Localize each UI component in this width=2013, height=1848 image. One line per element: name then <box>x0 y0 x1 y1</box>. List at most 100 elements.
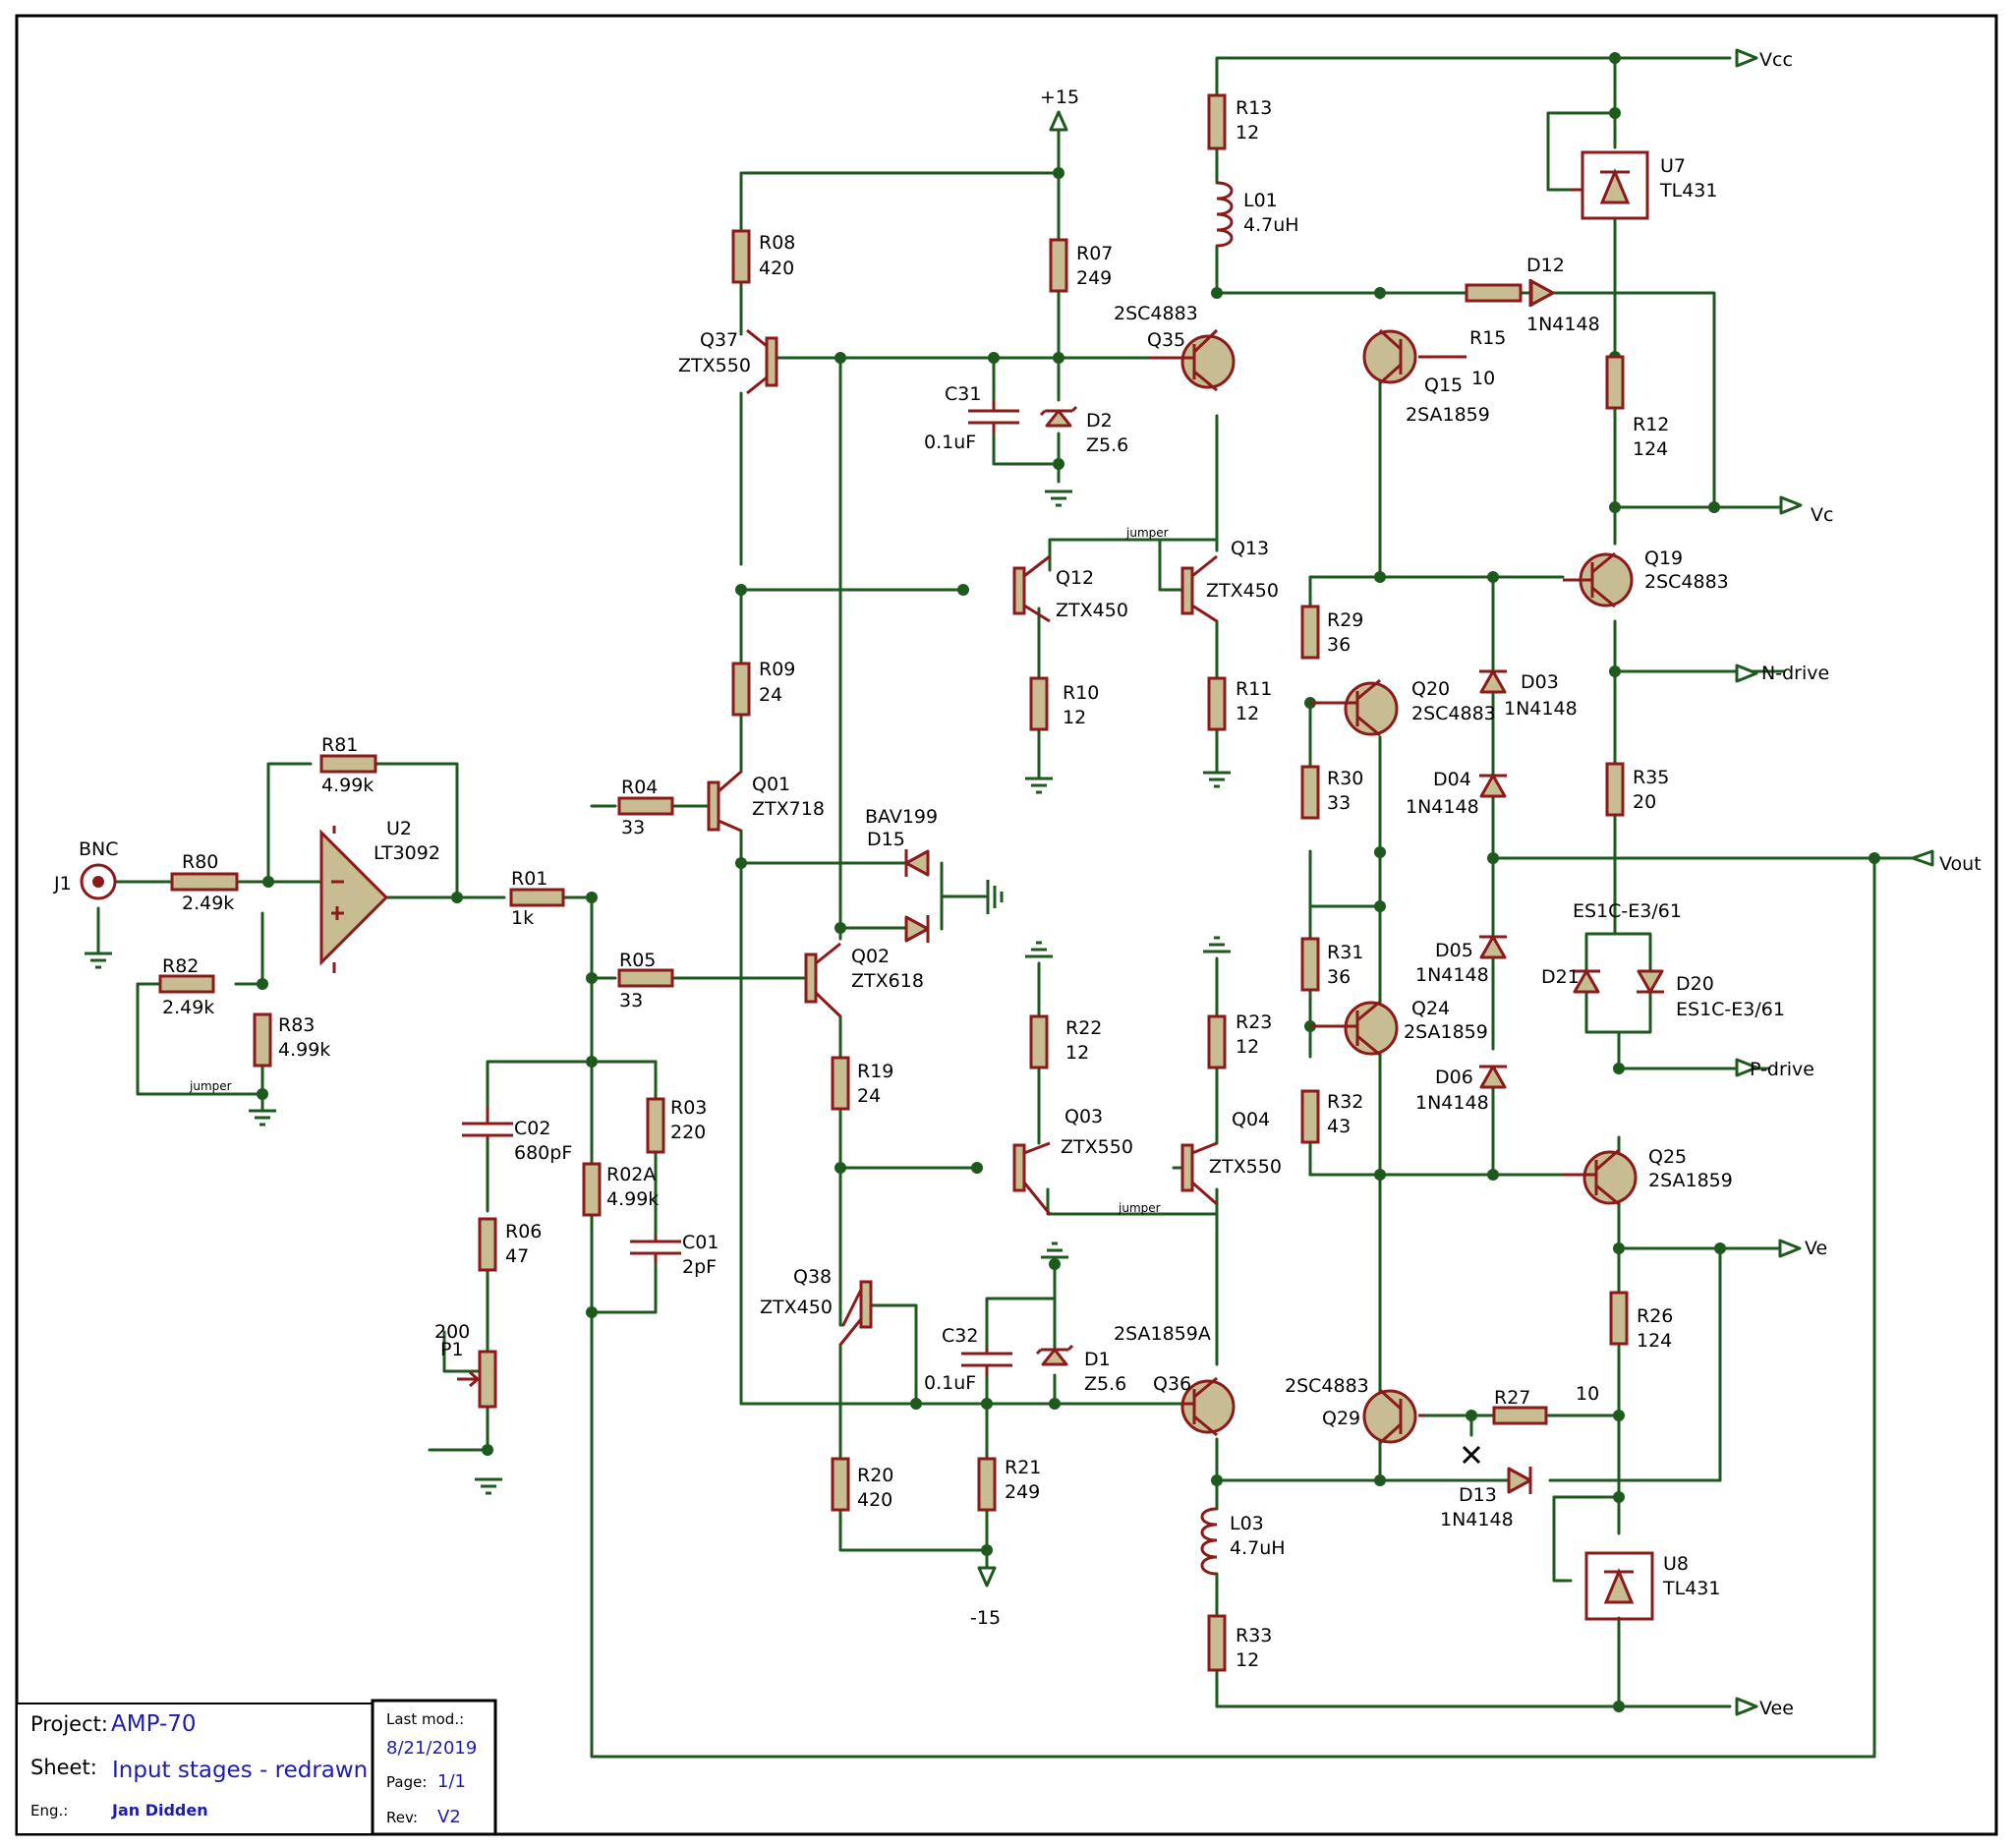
val-q01: ZTX718 <box>752 798 825 820</box>
val-q25: 2SA1859 <box>1648 1170 1733 1191</box>
val-r05: 33 <box>619 990 643 1011</box>
val-u7: TL431 <box>1659 180 1717 202</box>
label-ve: Ve <box>1805 1238 1827 1259</box>
ref-d21: D21 <box>1541 966 1580 988</box>
capacitors <box>462 400 1019 1375</box>
val-p1: 200 <box>434 1321 470 1343</box>
tb-page: 1/1 <box>437 1771 466 1792</box>
ref-r02a: R02A <box>606 1164 656 1185</box>
val-d04: 1N4148 <box>1406 796 1479 818</box>
ref-d04: D04 <box>1433 769 1471 790</box>
label-bnc: BNC <box>79 838 119 860</box>
val-r10: 12 <box>1063 707 1086 728</box>
val-r27: 10 <box>1576 1383 1599 1405</box>
tb-eng-label: Eng.: <box>30 1802 68 1819</box>
ref-q35: Q35 <box>1147 329 1185 351</box>
val-r31: 36 <box>1327 966 1351 988</box>
val-u8: TL431 <box>1662 1578 1720 1599</box>
val-q04: ZTX550 <box>1209 1156 1282 1178</box>
label-jumper-3: jumper <box>189 1079 232 1093</box>
ref-r11: R11 <box>1236 678 1272 700</box>
ref-q24: Q24 <box>1411 998 1450 1019</box>
ref-q04: Q04 <box>1232 1109 1270 1130</box>
ref-r05: R05 <box>619 950 656 971</box>
val-q02: ZTX618 <box>851 970 924 992</box>
ref-q20: Q20 <box>1411 678 1450 700</box>
ref-r32: R32 <box>1327 1091 1363 1113</box>
ref-r80: R80 <box>182 851 218 873</box>
ref-r03: R03 <box>670 1097 707 1119</box>
val-r81: 4.99k <box>321 775 374 796</box>
label-ndrive: N-drive <box>1761 663 1829 684</box>
tb-lastmod: 8/21/2019 <box>386 1738 477 1759</box>
ref-d20: D20 <box>1676 973 1714 995</box>
val-r04: 33 <box>621 817 645 838</box>
ref-r29: R29 <box>1327 609 1363 631</box>
ref-r81: R81 <box>321 734 358 756</box>
val-d20: ES1C-E3/61 <box>1676 999 1785 1020</box>
ref-r35: R35 <box>1633 767 1669 788</box>
ref-r23: R23 <box>1236 1011 1272 1033</box>
label-minus15: -15 <box>970 1607 1001 1629</box>
ref-q36: Q36 <box>1153 1373 1191 1395</box>
val-d05: 1N4148 <box>1415 964 1489 986</box>
val-d03: 1N4148 <box>1504 698 1578 720</box>
ref-r83: R83 <box>278 1014 315 1036</box>
val-q03: ZTX550 <box>1061 1136 1133 1158</box>
tb-sheet: Input stages - redrawn <box>112 1758 368 1783</box>
ref-q02: Q02 <box>851 946 890 967</box>
val-r32: 43 <box>1327 1116 1351 1137</box>
val-r03: 220 <box>670 1122 706 1143</box>
ref-d15: D15 <box>867 829 905 850</box>
ref-r21: R21 <box>1005 1457 1041 1478</box>
ref-u8: U8 <box>1663 1553 1689 1575</box>
junction-dots <box>257 52 1880 1712</box>
power-transistors <box>1180 329 1638 1444</box>
ref-c02: C02 <box>514 1118 550 1139</box>
ref-r19: R19 <box>857 1061 893 1082</box>
small-transistor-legs <box>718 328 1218 1346</box>
small-transistors <box>707 336 1194 1329</box>
label-pdrive: P-drive <box>1750 1059 1814 1080</box>
ref-r30: R30 <box>1327 768 1363 789</box>
ref-r22: R22 <box>1065 1017 1102 1039</box>
val-d2: Z5.6 <box>1086 434 1128 456</box>
ref-q12: Q12 <box>1056 567 1094 589</box>
transistor-internals <box>1149 328 1620 1445</box>
sheet-border <box>15 14 1998 1836</box>
val-q13: ZTX450 <box>1206 580 1279 602</box>
opamp-u2 <box>319 826 389 973</box>
val-q36: 2SA1859A <box>1114 1323 1211 1345</box>
val-l03: 4.7uH <box>1230 1537 1286 1559</box>
ref-u2: U2 <box>386 818 412 839</box>
ref-q01: Q01 <box>752 774 790 795</box>
label-vc: Vc <box>1811 504 1833 526</box>
label-j1: J1 <box>53 873 72 895</box>
val-c31: 0.1uF <box>924 432 976 453</box>
val-q19: 2SC4883 <box>1644 571 1729 593</box>
val-r11: 12 <box>1236 703 1259 724</box>
val-d15: BAV199 <box>865 806 938 828</box>
ref-c32: C32 <box>942 1325 978 1347</box>
ref-r13: R13 <box>1236 97 1272 119</box>
inductors <box>1200 181 1234 1576</box>
ref-u7: U7 <box>1660 155 1686 177</box>
val-c02: 680pF <box>514 1142 572 1164</box>
tb-lastmod-label: Last mod.: <box>386 1710 464 1728</box>
val-q12: ZTX450 <box>1056 600 1128 621</box>
val-q29: 2SC4883 <box>1285 1375 1369 1397</box>
val-r09: 24 <box>759 684 782 706</box>
val-r83: 4.99k <box>278 1039 330 1061</box>
ref-r09: R09 <box>759 659 795 680</box>
val-r30: 33 <box>1327 792 1351 814</box>
bnc-connector <box>80 863 117 900</box>
ref-r08: R08 <box>759 232 795 254</box>
ref-l01: L01 <box>1243 190 1278 211</box>
ref-q13: Q13 <box>1231 538 1269 559</box>
val-r20: 420 <box>857 1489 892 1511</box>
ref-r26: R26 <box>1637 1305 1673 1327</box>
ref-p1: P1 <box>440 1339 464 1360</box>
val-d1: Z5.6 <box>1084 1373 1126 1395</box>
wires <box>96 56 1927 1759</box>
label-jumper-2: jumper <box>1118 1201 1161 1215</box>
